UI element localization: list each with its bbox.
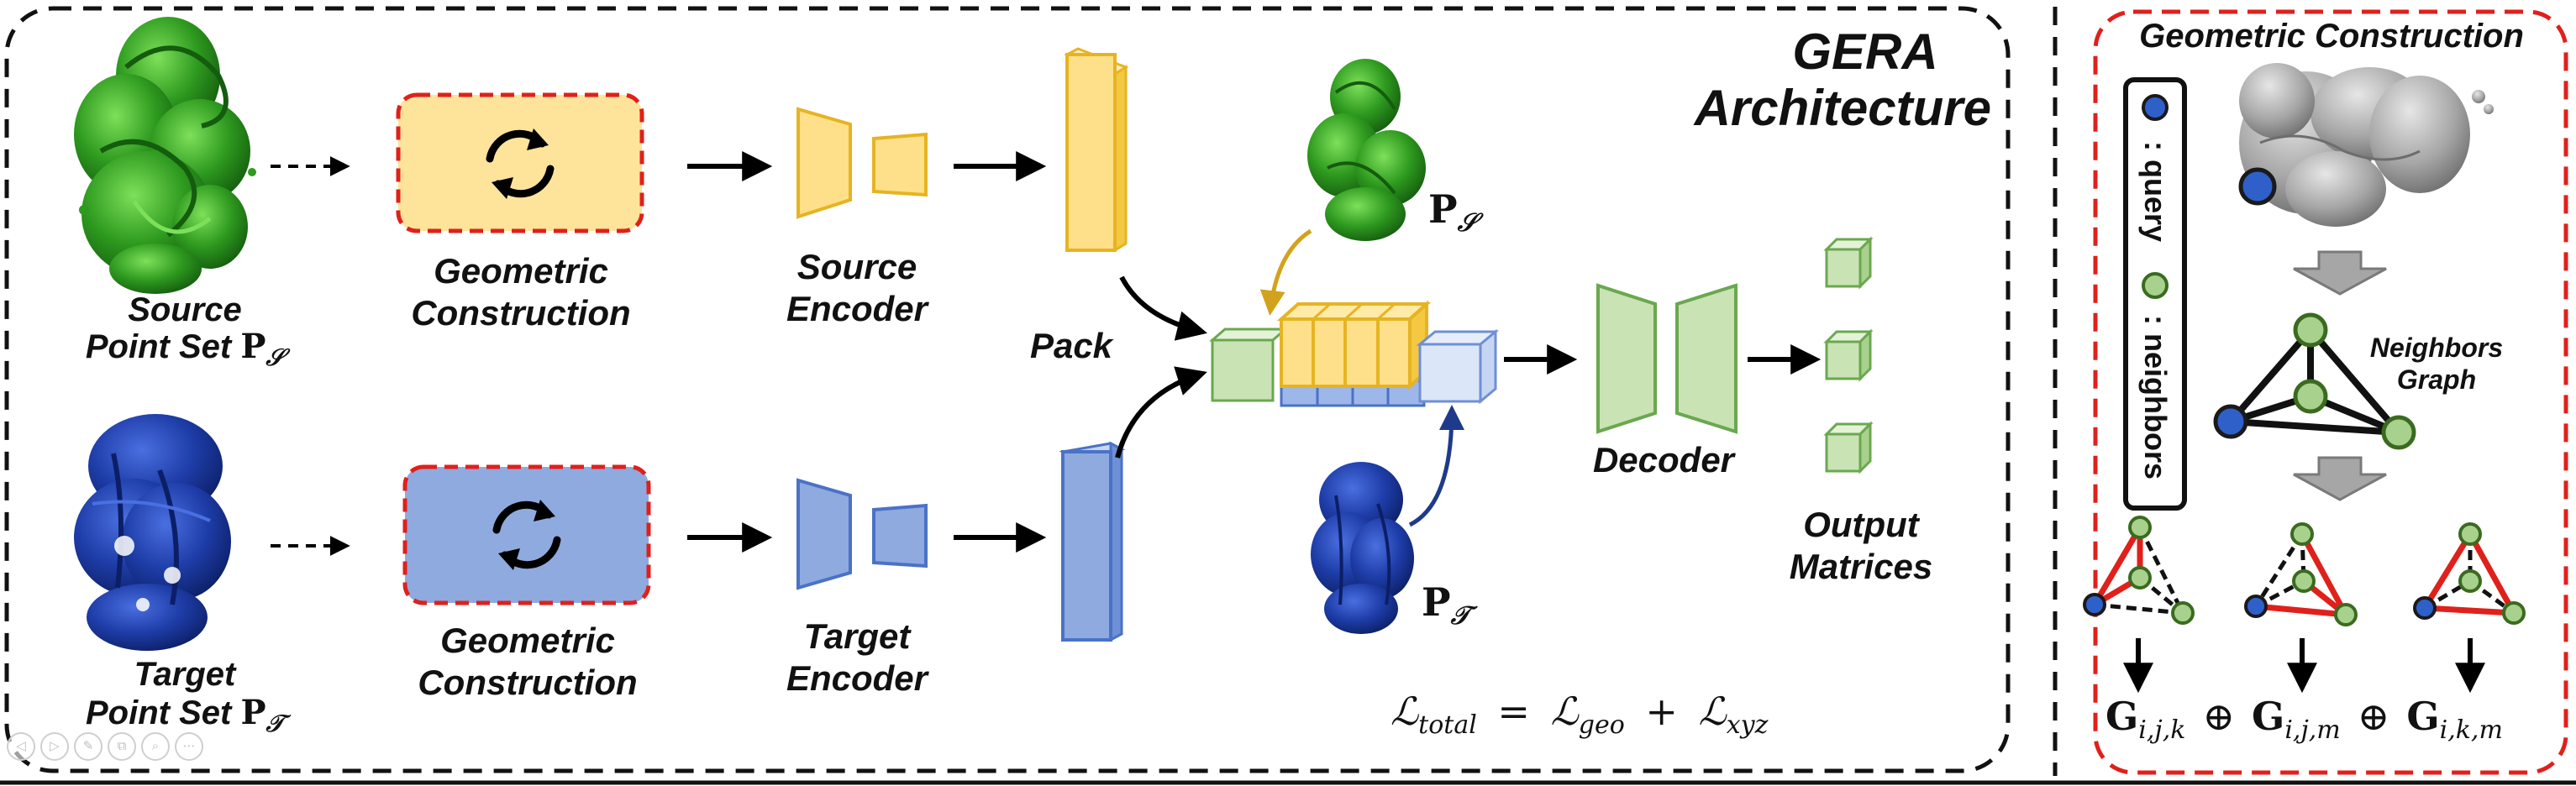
target-cloud-small <box>1311 462 1414 634</box>
source-encoder-block <box>796 107 928 219</box>
refresh-icon <box>492 500 561 570</box>
query-point <box>2238 167 2277 206</box>
source-pack-arrow <box>1119 275 1207 341</box>
graph-neighbor-node <box>2293 379 2328 414</box>
triangle-ijm <box>2244 522 2358 626</box>
source-point-cloud <box>74 17 256 294</box>
protein-surface <box>2238 63 2494 227</box>
triangle-ijk <box>2083 516 2195 625</box>
loss-formula: ℒtotal = ℒgeo + ℒxyz <box>1391 689 1769 741</box>
more-icon[interactable]: ⋯ <box>175 732 203 761</box>
zoom-icon[interactable]: ⌕ <box>141 732 170 761</box>
panel-formula: Gi,j,k ⊕ Gi,j,m ⊕ Gi,k,m <box>2105 694 2503 746</box>
source-insert-arrow <box>1259 228 1312 316</box>
triangle-ikm <box>2413 522 2526 625</box>
play-icon[interactable]: ▷ <box>40 732 69 761</box>
neighbor-legend-node <box>2142 272 2169 299</box>
target-point-cloud <box>74 414 231 651</box>
target-feature-bar <box>1059 441 1126 642</box>
decoder-block <box>1596 283 1737 434</box>
decoder-label: Decoder <box>1592 440 1735 479</box>
legend-neighbors-text: : neighbors <box>2138 315 2173 479</box>
pen-icon[interactable]: ✎ <box>74 732 103 761</box>
source-construction-box <box>396 92 644 233</box>
back-icon[interactable]: ◁ <box>7 732 35 761</box>
target-encoder-block <box>796 478 928 590</box>
legend-query-text: : query <box>2138 140 2173 243</box>
target-insert-arrow <box>1408 405 1464 527</box>
down-arrow-2 <box>2293 456 2387 501</box>
target-construction-box <box>402 464 651 605</box>
neighbors-graph-label: Neighbors Graph <box>2369 333 2504 396</box>
diagram-title: GERA Architecture <box>1694 24 1991 137</box>
source-construction-label: Geometric Construction <box>411 251 631 333</box>
target-cloud-symbol: P𝒯 <box>1422 579 1470 631</box>
graph-neighbor-node <box>2293 312 2328 348</box>
source-cloud-small <box>1307 59 1426 241</box>
panel-title: Geometric Construction <box>2139 18 2524 55</box>
target-encoder-label: Target Encoder <box>786 616 928 698</box>
source-encoder-label: Source Encoder <box>786 247 928 328</box>
source-point-set-label: Source Point Set P𝒮 <box>85 291 285 371</box>
query-legend-node <box>2142 94 2169 121</box>
pack-label: Pack <box>1029 326 1113 365</box>
source-feature-bar <box>1064 47 1129 253</box>
target-point-set-label: Target Point Set P𝒯 <box>86 656 284 737</box>
graph-query-node <box>2213 404 2248 439</box>
target-construction-label: Geometric Construction <box>418 621 638 702</box>
down-arrow-1 <box>2293 250 2387 296</box>
source-cloud-symbol: P𝒮 <box>1428 186 1477 238</box>
main-frame <box>4 6 2011 773</box>
target-pack-arrow <box>1115 366 1207 458</box>
output-matrices-label: Output Matrices <box>1789 505 1933 587</box>
graph-neighbor-node <box>2381 415 2416 450</box>
copy-icon[interactable]: ⧉ <box>108 732 136 761</box>
output-matrices <box>1823 236 1874 474</box>
refresh-icon <box>486 128 555 199</box>
packed-tokens <box>1208 300 1500 407</box>
